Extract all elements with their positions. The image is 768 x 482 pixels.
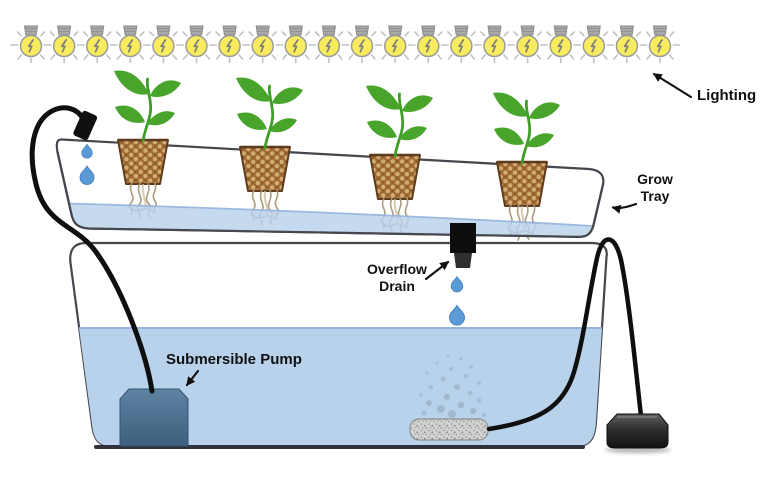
light-bulb-icon xyxy=(447,25,476,64)
light-bulb-icon xyxy=(480,25,509,64)
air-bubble-icon xyxy=(469,407,477,415)
air-bubble-icon xyxy=(448,410,456,418)
light-bulb-icon xyxy=(314,25,344,64)
light-bulb-icon xyxy=(612,25,642,64)
lighting-arrow-icon xyxy=(652,72,693,99)
net-pot-icon xyxy=(112,69,183,220)
light-bulb-icon xyxy=(215,25,244,64)
lighting-row xyxy=(10,25,681,64)
light-bulb-icon xyxy=(546,25,576,64)
overflow-drain-arrow-icon xyxy=(424,260,450,281)
air-bubble-icon xyxy=(459,357,463,361)
light-bulb-icon xyxy=(16,25,46,64)
air-bubble-icon xyxy=(437,405,445,413)
light-bulb-icon xyxy=(248,25,278,64)
label-arrows xyxy=(185,72,693,387)
grow-tray-arrow-icon xyxy=(611,202,638,214)
water-droplet-icon xyxy=(450,276,464,293)
label-grow-tray: Grow Tray xyxy=(637,171,673,205)
light-bulb-icon xyxy=(347,25,377,64)
net-pot-icon xyxy=(234,76,305,227)
air-bubble-icon xyxy=(446,354,450,358)
grow-tray-front-edge xyxy=(56,151,605,238)
light-bulb-icon xyxy=(579,25,609,64)
air-stone-icon xyxy=(409,418,489,441)
water-droplet-icon xyxy=(79,165,95,185)
submersible-pump-arrow-icon xyxy=(185,369,200,387)
label-submersible-pump: Submersible Pump xyxy=(166,351,302,368)
air-bubble-icon xyxy=(454,384,460,390)
air-pump-icon xyxy=(606,413,669,449)
air-bubble-icon xyxy=(457,401,465,409)
label-overflow-drain: Overflow Drain xyxy=(367,261,427,295)
air-bubble-icon xyxy=(440,376,446,382)
water-droplet-icon xyxy=(449,304,465,326)
light-bulb-icon xyxy=(115,25,145,64)
submersible-pump-icon xyxy=(119,388,189,447)
air-bubble-icon xyxy=(481,412,487,418)
water-droplet-icon xyxy=(81,143,93,159)
drip-line xyxy=(29,105,155,394)
light-bulb-icon xyxy=(182,25,211,64)
air-bubble-icon xyxy=(428,384,434,390)
air-bubble-icon xyxy=(443,393,451,401)
light-bulb-icon xyxy=(281,25,311,64)
air-bubble-icon xyxy=(435,361,439,365)
air-bubble-icon xyxy=(419,393,423,397)
light-bulb-icon xyxy=(513,25,542,64)
air-bubble-icon xyxy=(477,381,481,385)
overflow-drain-icon xyxy=(449,223,476,326)
air-bubble-icon xyxy=(476,397,482,403)
light-bulb-icon xyxy=(149,25,178,64)
air-bubble-icon xyxy=(467,390,473,396)
air-bubble-icon xyxy=(469,365,473,369)
air-bubble-icon xyxy=(448,366,454,372)
light-bulb-icon xyxy=(82,25,112,64)
air-bubble-icon xyxy=(421,410,427,416)
air-bubbles xyxy=(419,354,487,418)
reservoir-water xyxy=(79,328,602,447)
reservoir xyxy=(69,241,608,449)
air-bubble-icon xyxy=(463,373,469,379)
label-lighting: Lighting xyxy=(697,87,757,104)
air-bubble-icon xyxy=(426,400,432,406)
light-bulb-icon xyxy=(645,25,675,64)
light-bulb-icon xyxy=(49,25,79,64)
air-bubble-icon xyxy=(425,371,429,375)
light-bulb-icon xyxy=(413,25,443,64)
air-tube xyxy=(486,237,644,432)
light-bulb-icon xyxy=(380,25,410,64)
drip-emitter xyxy=(73,110,98,141)
